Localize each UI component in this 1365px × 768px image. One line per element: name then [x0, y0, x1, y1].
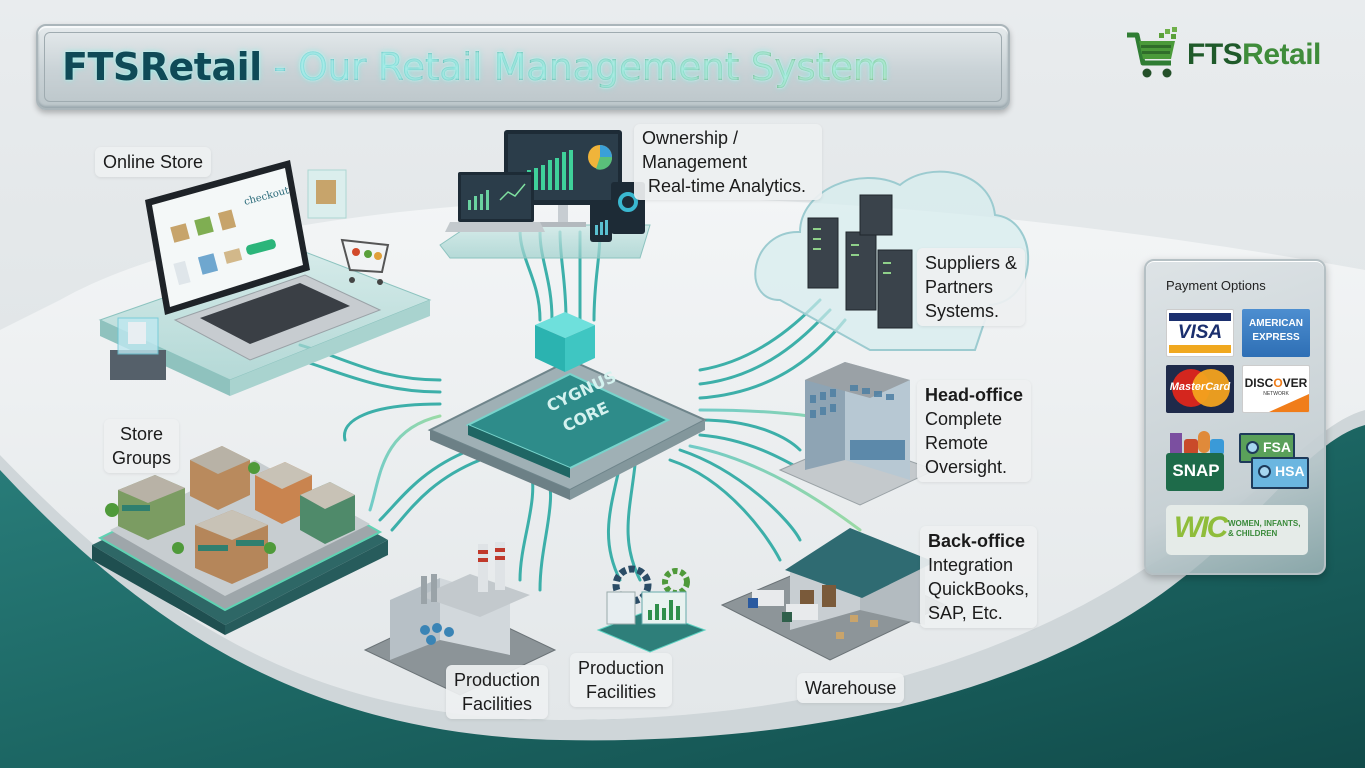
wic-program-icon: WIC WOMEN, INFANTS, & CHILDREN: [1166, 505, 1308, 555]
store-groups-line-1: Store: [120, 424, 164, 444]
head-office-line-2: Remote: [925, 433, 989, 453]
label-head-office: Head-office Complete Remote Oversight.: [917, 380, 1032, 482]
suppliers-line-2: Partners: [925, 277, 994, 297]
mastercard-text: MasterCard: [1169, 381, 1231, 393]
discover-text-b: VER: [1282, 376, 1308, 390]
production-analytics-illustration: [596, 565, 707, 653]
hsa-card-icon: HSA: [1251, 457, 1309, 489]
label-production-facilities-2: Production Facilities: [570, 653, 673, 707]
discover-text-a: DISC: [1244, 376, 1274, 390]
back-office-line-3: SAP, Etc.: [928, 603, 1003, 623]
amex-line-2: EXPRESS: [1252, 332, 1300, 343]
wic-subtext-2: & CHILDREN: [1228, 529, 1278, 538]
back-office-title: Back-office: [928, 531, 1026, 551]
wic-subtext-1: WOMEN, INFANTS,: [1228, 519, 1301, 528]
visa-card-icon: VISA: [1166, 309, 1234, 357]
logo: FTSRetail: [1125, 25, 1340, 85]
logo-text: FTSRetail: [1187, 38, 1321, 72]
head-office-title: Head-office: [925, 385, 1024, 405]
back-office-line-1: Integration: [928, 555, 1014, 575]
label-online-store: Online Store: [95, 147, 212, 177]
online-store-illustration: checkout: [98, 160, 432, 396]
label-warehouse: Warehouse: [797, 673, 905, 703]
wic-text: WIC: [1174, 511, 1228, 544]
title-bar: FTSRetail - Our Retail Management System: [36, 24, 1010, 110]
hsa-text: HSA: [1275, 463, 1305, 479]
back-office-line-2: QuickBooks,: [928, 579, 1030, 599]
snap-text: SNAP: [1172, 461, 1220, 480]
suppliers-line-1: Suppliers &: [925, 253, 1018, 273]
title-brand: FTSRetail: [62, 45, 262, 89]
label-production-facilities-1: Production Facilities: [446, 665, 549, 719]
logo-text-fts: FTS: [1187, 38, 1243, 71]
fsa-text: FSA: [1263, 439, 1291, 455]
label-analytics: Ownership / Management Real-time Analyti…: [634, 124, 822, 200]
discover-text-o: O: [1273, 376, 1283, 390]
payment-options-panel: Payment Options VISA AMERICAN EXPRESS Ma…: [1144, 259, 1326, 575]
production-1-line-1: Production: [454, 670, 541, 690]
cygnus-core-chip: CYGNUS CORE: [427, 312, 708, 500]
production-1-line-2: Facilities: [462, 694, 533, 714]
analytics-line-1: Ownership /: [642, 128, 739, 148]
suppliers-line-3: Systems.: [925, 301, 1000, 321]
page-title: FTSRetail - Our Retail Management System: [62, 45, 890, 89]
store-groups-illustration: [92, 446, 388, 635]
discover-card-icon: DISCOVER NETWORK: [1242, 365, 1310, 413]
visa-text: VISA: [1177, 322, 1223, 343]
snap-benefits-icon: SNAP: [1166, 431, 1226, 493]
analytics-line-2: Management: [642, 152, 748, 172]
production-2-line-1: Production: [578, 658, 665, 678]
analytics-line-3: Real-time Analytics.: [648, 176, 807, 196]
label-suppliers: Suppliers & Partners Systems.: [917, 248, 1026, 326]
title-subtitle: - Our Retail Management System: [261, 45, 890, 89]
production-2-line-2: Facilities: [586, 682, 657, 702]
analytics-illustration: [439, 130, 651, 259]
label-store-groups: Store Groups: [104, 419, 180, 473]
shopping-cart-icon: [1127, 27, 1177, 78]
warehouse-illustration: [720, 528, 947, 661]
online-store-label-text: Online Store: [103, 152, 204, 172]
warehouse-label-text: Warehouse: [805, 678, 897, 698]
head-office-line-3: Oversight.: [925, 457, 1008, 477]
amex-line-1: AMERICAN: [1249, 318, 1303, 329]
head-office-line-1: Complete: [925, 409, 1003, 429]
payment-options-title: Payment Options: [1166, 278, 1266, 293]
head-office-illustration: [778, 362, 937, 506]
logo-text-retail: Retail: [1242, 38, 1321, 71]
mastercard-card-icon: MasterCard: [1166, 365, 1234, 413]
fsa-card-icon: FSA: [1239, 433, 1295, 463]
store-groups-line-2: Groups: [112, 448, 172, 468]
label-back-office: Back-office Integration QuickBooks, SAP,…: [920, 526, 1038, 628]
american-express-card-icon: AMERICAN EXPRESS: [1242, 309, 1310, 357]
discover-subtext: NETWORK: [1263, 391, 1289, 397]
